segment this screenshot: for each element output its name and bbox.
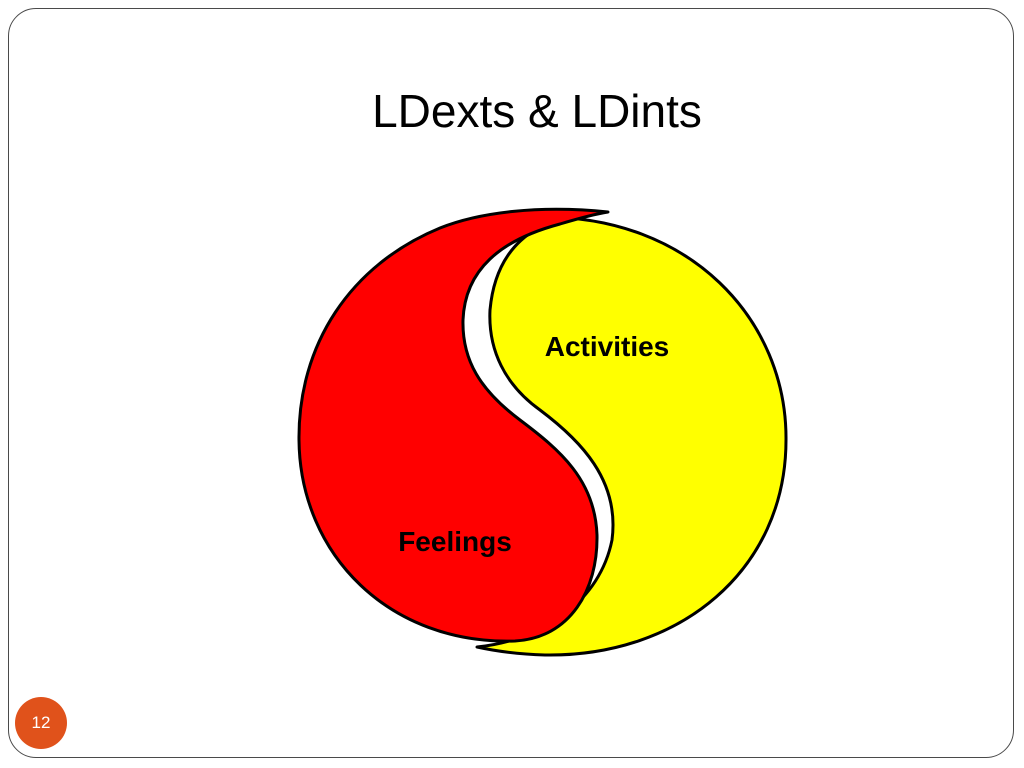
feelings-label: Feelings: [398, 526, 512, 557]
page-number-badge: 12: [15, 697, 67, 749]
slide-title: LDexts & LDints: [372, 85, 702, 137]
activities-shape: [475, 213, 788, 657]
feelings-shape: [297, 207, 610, 643]
activities-label: Activities: [545, 331, 670, 362]
